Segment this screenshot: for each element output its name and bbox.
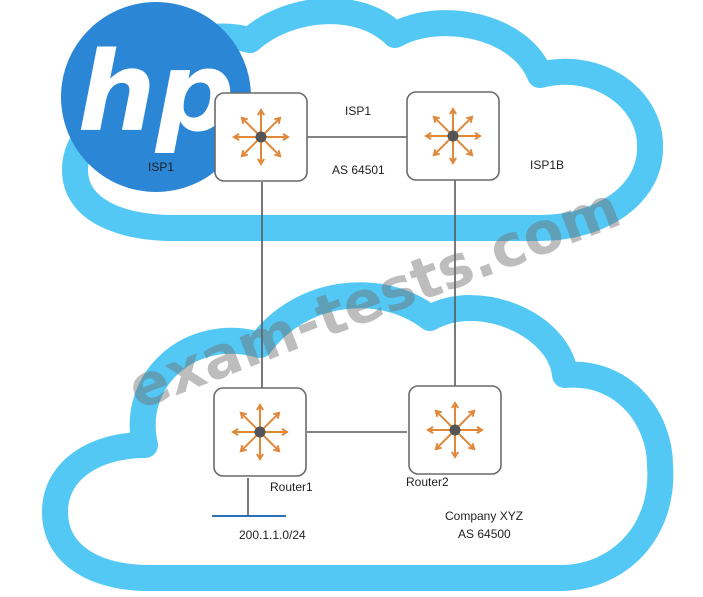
router-isp1a-icon[interactable] <box>214 92 308 182</box>
company-as-label: AS 64500 <box>458 527 511 541</box>
isp1-as-label: AS 64501 <box>332 163 385 177</box>
router1-icon[interactable] <box>213 387 307 477</box>
router-arrow-head <box>231 428 239 436</box>
router-arrow-head <box>232 133 240 141</box>
router-arrow-head <box>434 409 442 417</box>
lan-subnet-label: 200.1.1.0/24 <box>239 528 306 542</box>
router-arrow-head <box>257 108 265 116</box>
router-hub <box>254 426 266 438</box>
router-arrow-head <box>434 443 442 451</box>
router-arrow-head <box>281 428 289 436</box>
router2-label: Router2 <box>406 475 449 489</box>
router-arrow-head <box>451 451 459 459</box>
watermark-text: exam-tests.com <box>119 173 630 423</box>
router-arrow-head <box>273 411 281 419</box>
hp-logo: hp <box>61 2 251 192</box>
router-hub <box>447 130 459 142</box>
router1-label: Router1 <box>270 480 313 494</box>
router2-icon[interactable] <box>408 385 502 475</box>
router-arrow-head <box>256 403 264 411</box>
company-name-label: Company XYZ <box>445 509 523 523</box>
router-arrow-head <box>468 443 476 451</box>
router-arrow-head <box>256 453 264 461</box>
router-arrow-head <box>474 132 482 140</box>
router-arrow-head <box>240 116 248 124</box>
router-arrow-head <box>426 426 434 434</box>
isp1-label: ISP1 <box>345 104 371 118</box>
router-arrow-head <box>449 157 457 165</box>
router-arrow-head <box>451 401 459 409</box>
router-arrow-head <box>476 426 484 434</box>
router-arrow-head <box>257 158 265 166</box>
router-hub <box>255 131 267 143</box>
router-arrow-head <box>274 116 282 124</box>
isp1a-label: ISP1A <box>148 160 182 174</box>
isp1b-label: ISP1B <box>530 158 564 172</box>
router-arrow-head <box>432 149 440 157</box>
router-arrow-head <box>240 150 248 158</box>
router-arrow-head <box>239 445 247 453</box>
router-arrow-head <box>466 115 474 123</box>
links <box>212 136 456 517</box>
router-arrow-head <box>239 411 247 419</box>
router-isp1b-icon[interactable] <box>406 91 500 181</box>
router-arrow-head <box>273 445 281 453</box>
router-arrow-head <box>466 149 474 157</box>
router-arrow-head <box>468 409 476 417</box>
router-arrow-head <box>449 107 457 115</box>
router-arrow-head <box>274 150 282 158</box>
router-arrow-head <box>282 133 290 141</box>
company-cloud <box>42 282 674 591</box>
router-arrow-head <box>424 132 432 140</box>
hp-logo-text: hp <box>77 28 234 156</box>
router-arrow-head <box>432 115 440 123</box>
router-hub <box>449 424 461 436</box>
